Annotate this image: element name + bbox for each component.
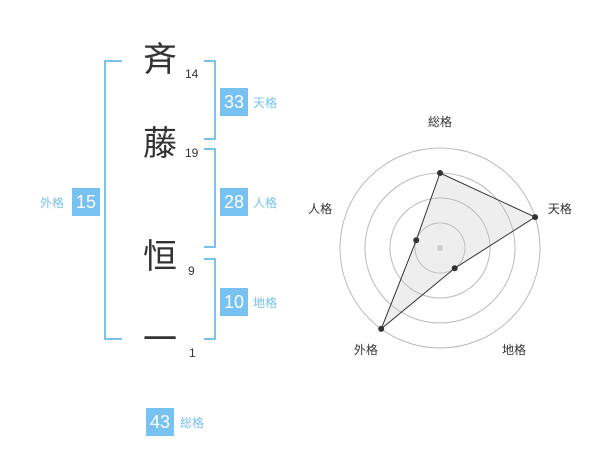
radar-point-1 bbox=[437, 170, 443, 176]
name-char-1: 斉 bbox=[143, 40, 177, 80]
radar-point-5 bbox=[413, 237, 420, 244]
gaikaku-bracket bbox=[104, 60, 122, 340]
radar-ring bbox=[414, 222, 466, 274]
gaikaku-value: 15 bbox=[72, 188, 100, 216]
stroke-count-1: 14 bbox=[185, 67, 199, 81]
jinkaku-value: 28 bbox=[220, 188, 248, 216]
radar-point-4 bbox=[378, 325, 385, 332]
radar-axis-label-2: 天格 bbox=[548, 201, 572, 216]
radar-center-dot bbox=[437, 245, 443, 251]
name-char-3: 恒 bbox=[143, 237, 177, 277]
chikaku-value: 10 bbox=[220, 288, 248, 316]
radar-axis-label-1: 総格 bbox=[428, 114, 452, 129]
tenkaku-label: 天格 bbox=[253, 96, 278, 110]
radar-axis-label-4: 外格 bbox=[354, 342, 378, 357]
soukaku-value: 43 bbox=[146, 408, 174, 436]
radar-point-3 bbox=[451, 265, 458, 272]
name-char-2: 藤 bbox=[143, 124, 177, 164]
radar-axis-label-3: 地格 bbox=[502, 342, 526, 357]
chikaku-label: 地格 bbox=[253, 296, 278, 310]
radar-ring bbox=[339, 147, 541, 349]
tenkaku-bracket bbox=[204, 60, 216, 140]
stroke-count-3: 9 bbox=[188, 264, 195, 278]
radar-point-2 bbox=[532, 214, 539, 221]
chikaku-bracket bbox=[204, 258, 216, 340]
stroke-count-2: 19 bbox=[185, 146, 199, 160]
name-char-4: 一 bbox=[143, 320, 177, 360]
radar-ring bbox=[389, 197, 491, 299]
jinkaku-label: 人格 bbox=[253, 196, 278, 210]
jinkaku-bracket bbox=[204, 148, 216, 248]
soukaku-label: 総格 bbox=[180, 416, 205, 430]
gaikaku-label: 外格 bbox=[40, 196, 65, 210]
tenkaku-value: 33 bbox=[220, 88, 248, 116]
radar-data-polygon bbox=[380, 172, 537, 330]
radar-axis-label-5: 人格 bbox=[308, 201, 332, 216]
stroke-count-4: 1 bbox=[189, 346, 196, 360]
